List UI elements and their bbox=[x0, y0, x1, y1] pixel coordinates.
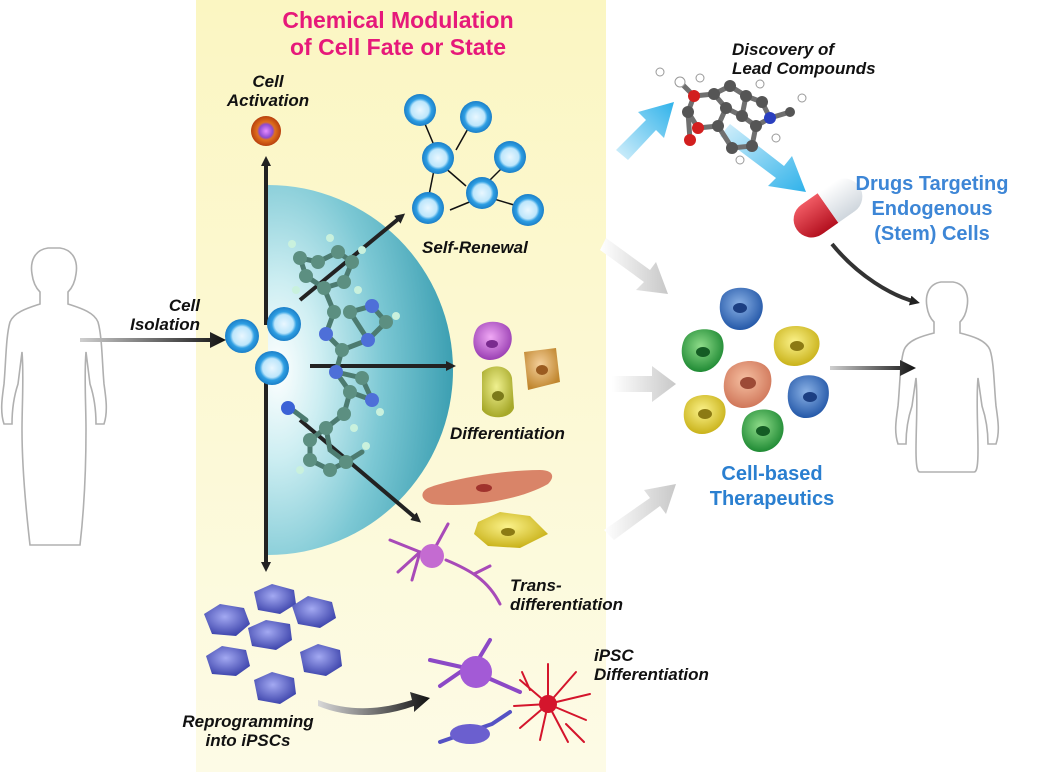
cell-therapeutics-line-2: Therapeutics bbox=[709, 488, 835, 510]
transdifferentiation-arrow bbox=[298, 418, 422, 523]
gray-arrow-middle bbox=[612, 366, 676, 402]
differentiated-cells bbox=[473, 321, 560, 418]
chart-title: Chemical Modulation of Cell Fate or Stat… bbox=[236, 7, 560, 61]
self-renewal-label: Self-Renewal bbox=[422, 238, 528, 257]
discovery-line-1: Discovery of bbox=[732, 40, 835, 59]
drugs-line-1: Drugs Targeting bbox=[855, 173, 1009, 195]
discovery-line-2: Lead Compounds bbox=[732, 59, 876, 78]
ipsc-differentiation-line-2: Differentiation bbox=[594, 665, 709, 684]
title-line-2: of Cell Fate or State bbox=[290, 34, 506, 60]
transdifferentiation-label: Trans- differentiation bbox=[510, 576, 623, 614]
ipsc-neuron-purple bbox=[428, 638, 522, 694]
blue-arrow-discovery bbox=[616, 102, 674, 160]
molecule-atoms bbox=[281, 234, 400, 477]
ipsc-differentiation-line-1: iPSC bbox=[594, 646, 634, 665]
cell-activation-line-2: Activation bbox=[226, 91, 310, 110]
cell-isolation-line-1: Cell bbox=[168, 296, 200, 315]
transdifferentiation-line-1: Trans- bbox=[510, 576, 562, 595]
reprogramming-label: Reprogramming into iPSCs bbox=[176, 712, 320, 750]
pill-icon bbox=[793, 178, 863, 238]
differentiation-label: Differentiation bbox=[450, 424, 565, 443]
drugs-line-2: Endogenous bbox=[871, 198, 993, 220]
isolated-stem-cells bbox=[225, 307, 301, 385]
neuron-icon bbox=[388, 522, 502, 606]
ipsc-astrocyte-red bbox=[513, 663, 591, 743]
cell-isolation-arrow bbox=[80, 332, 226, 348]
drug-to-patient-arrow bbox=[830, 242, 920, 306]
lead-compound-atoms bbox=[655, 67, 807, 165]
self-renewal-cells bbox=[404, 94, 544, 226]
drugs-label: Drugs Targeting Endogenous (Stem) Cells bbox=[820, 172, 1044, 247]
human-silhouette-left-icon bbox=[0, 247, 108, 546]
reprogramming-line-1: Reprogramming bbox=[182, 712, 314, 731]
drugs-line-3: (Stem) Cells bbox=[874, 223, 990, 245]
therapeutic-cell-cluster bbox=[681, 287, 829, 452]
ipsc-colony-icon bbox=[204, 584, 342, 704]
discovery-label: Discovery of Lead Compounds bbox=[732, 40, 876, 78]
blue-arrow-drugs bbox=[720, 124, 806, 192]
ipsc-differentiation-arrow bbox=[318, 692, 430, 715]
gray-arrow-bottom bbox=[604, 484, 676, 540]
cell-isolation-line-2: Isolation bbox=[130, 315, 200, 334]
cell-isolation-label: Cell Isolation bbox=[108, 296, 200, 334]
reprogramming-line-2: into iPSCs bbox=[205, 731, 291, 750]
cell-activation-line-1: Cell bbox=[252, 72, 284, 91]
ipsc-neuron-blue bbox=[438, 710, 512, 744]
cell-activation-label: Cell Activation bbox=[225, 72, 311, 110]
human-silhouette-right-icon bbox=[894, 281, 1000, 473]
muscle-cell-icon bbox=[422, 470, 553, 506]
activated-cell bbox=[251, 116, 281, 146]
cells-to-patient-arrow bbox=[830, 360, 916, 376]
ipsc-differentiation-label: iPSC Differentiation bbox=[594, 646, 709, 684]
cell-therapeutics-line-1: Cell-based bbox=[721, 463, 823, 485]
title-line-1: Chemical Modulation bbox=[282, 7, 514, 33]
gray-arrow-top bbox=[600, 238, 668, 294]
cell-therapeutics-label: Cell-based Therapeutics bbox=[672, 462, 872, 512]
yellow-cell-icon bbox=[474, 512, 548, 548]
transdifferentiation-line-2: differentiation bbox=[510, 595, 624, 614]
